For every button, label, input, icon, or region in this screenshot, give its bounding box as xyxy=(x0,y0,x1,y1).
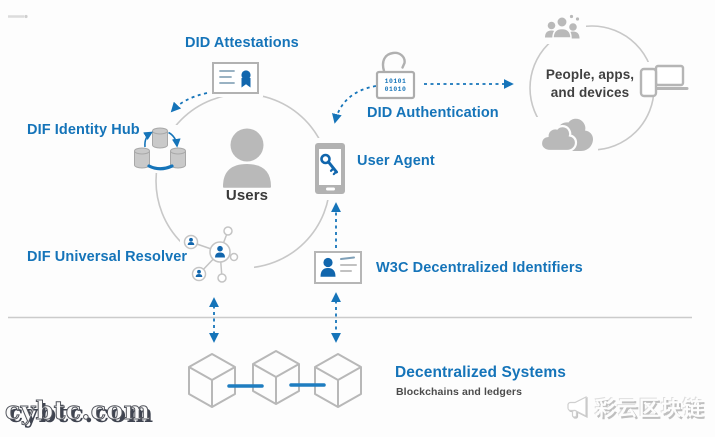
corner-dash xyxy=(8,14,28,19)
label-dif-universal-resolver: DIF Universal Resolver xyxy=(27,249,188,265)
arrow-lock-to-user-agent xyxy=(332,85,377,124)
label-blockchains-ledgers: Blockchains and ledgers xyxy=(396,386,523,398)
cube-left xyxy=(188,353,236,408)
watermark-cybtc: cybtc.com xyxy=(5,396,151,426)
label-users: Users xyxy=(225,187,269,204)
label-w3c-identifiers: W3C Decentralized Identifiers xyxy=(376,260,583,276)
certificate-badge-icon xyxy=(212,62,259,94)
flow-arrows xyxy=(170,79,514,343)
phone-laptop-icon xyxy=(639,64,689,98)
label-people-apps-line2: and devices xyxy=(550,84,630,100)
network-nodes-icon xyxy=(183,226,239,283)
lock-binary-bottom: 01010 xyxy=(385,86,407,93)
people-group-icon xyxy=(545,14,580,39)
cube-connector-lines xyxy=(227,383,326,388)
watermark-caiyun: 彩云区块链 xyxy=(566,392,705,421)
label-decentralized-systems: Decentralized Systems xyxy=(395,364,566,381)
label-people-apps-line1: People, apps, xyxy=(545,67,635,82)
cube-middle xyxy=(252,350,300,405)
cube-right xyxy=(314,353,362,408)
user-silhouette-icon xyxy=(223,128,271,188)
blockchain-cubes-icon xyxy=(188,350,362,408)
arrow-attestations-to-hub xyxy=(170,92,208,113)
id-card-icon xyxy=(314,251,362,284)
lock-binary-top: 10101 xyxy=(385,78,407,85)
database-cluster-sync-icon xyxy=(134,127,186,171)
label-user-agent: User Agent xyxy=(357,153,435,169)
cloud-icon xyxy=(539,118,593,153)
phone-key-icon xyxy=(315,143,345,194)
label-dif-identity-hub: DIF Identity Hub xyxy=(27,122,140,138)
padlock-binary-icon: 10101 01010 xyxy=(375,51,416,100)
label-did-authentication: DID Authentication xyxy=(367,105,499,121)
watermark-caiyun-text: 彩云区块链 xyxy=(595,398,705,420)
label-did-attestations: DID Attestations xyxy=(185,35,299,51)
label-people-apps-devices: People, apps, and devices xyxy=(538,66,642,101)
megaphone-icon xyxy=(567,395,587,418)
